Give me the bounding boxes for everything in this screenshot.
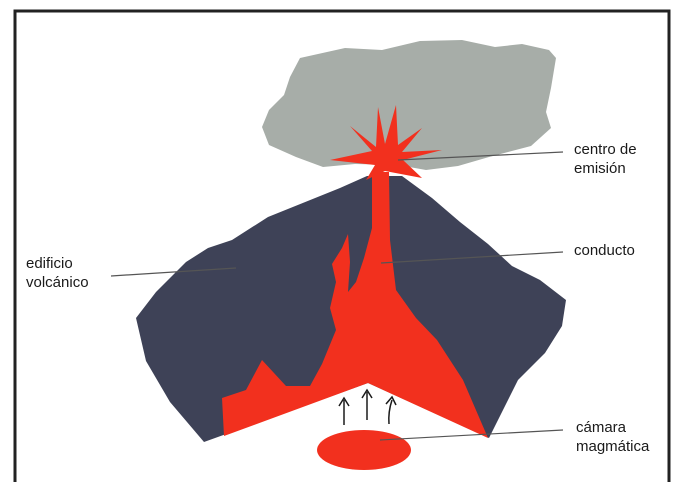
arrow-right-icon bbox=[386, 397, 396, 424]
label-camara-magmatica-line1: cámara bbox=[576, 418, 649, 437]
arrow-left-icon bbox=[339, 398, 349, 425]
label-centro-de-emision: centro de emisión bbox=[574, 140, 637, 178]
leader-camara-magmatica bbox=[380, 430, 563, 440]
label-centro-de-emision-line1: centro de bbox=[574, 140, 637, 159]
label-edificio-volcanico: edificio volcánico bbox=[26, 254, 89, 292]
label-edificio-volcanico-line1: edificio bbox=[26, 254, 89, 273]
label-edificio-volcanico-line2: volcánico bbox=[26, 273, 89, 292]
label-camara-magmatica-line2: magmática bbox=[576, 437, 649, 456]
label-conducto-text: conducto bbox=[574, 241, 635, 260]
rising-magma-arrows bbox=[339, 390, 396, 425]
arrow-center-icon bbox=[362, 390, 372, 420]
label-conducto: conducto bbox=[574, 241, 635, 260]
ash-cloud bbox=[262, 40, 556, 170]
label-centro-de-emision-line2: emisión bbox=[574, 159, 637, 178]
label-camara-magmatica: cámara magmática bbox=[576, 418, 649, 456]
magma-chamber bbox=[317, 430, 411, 470]
